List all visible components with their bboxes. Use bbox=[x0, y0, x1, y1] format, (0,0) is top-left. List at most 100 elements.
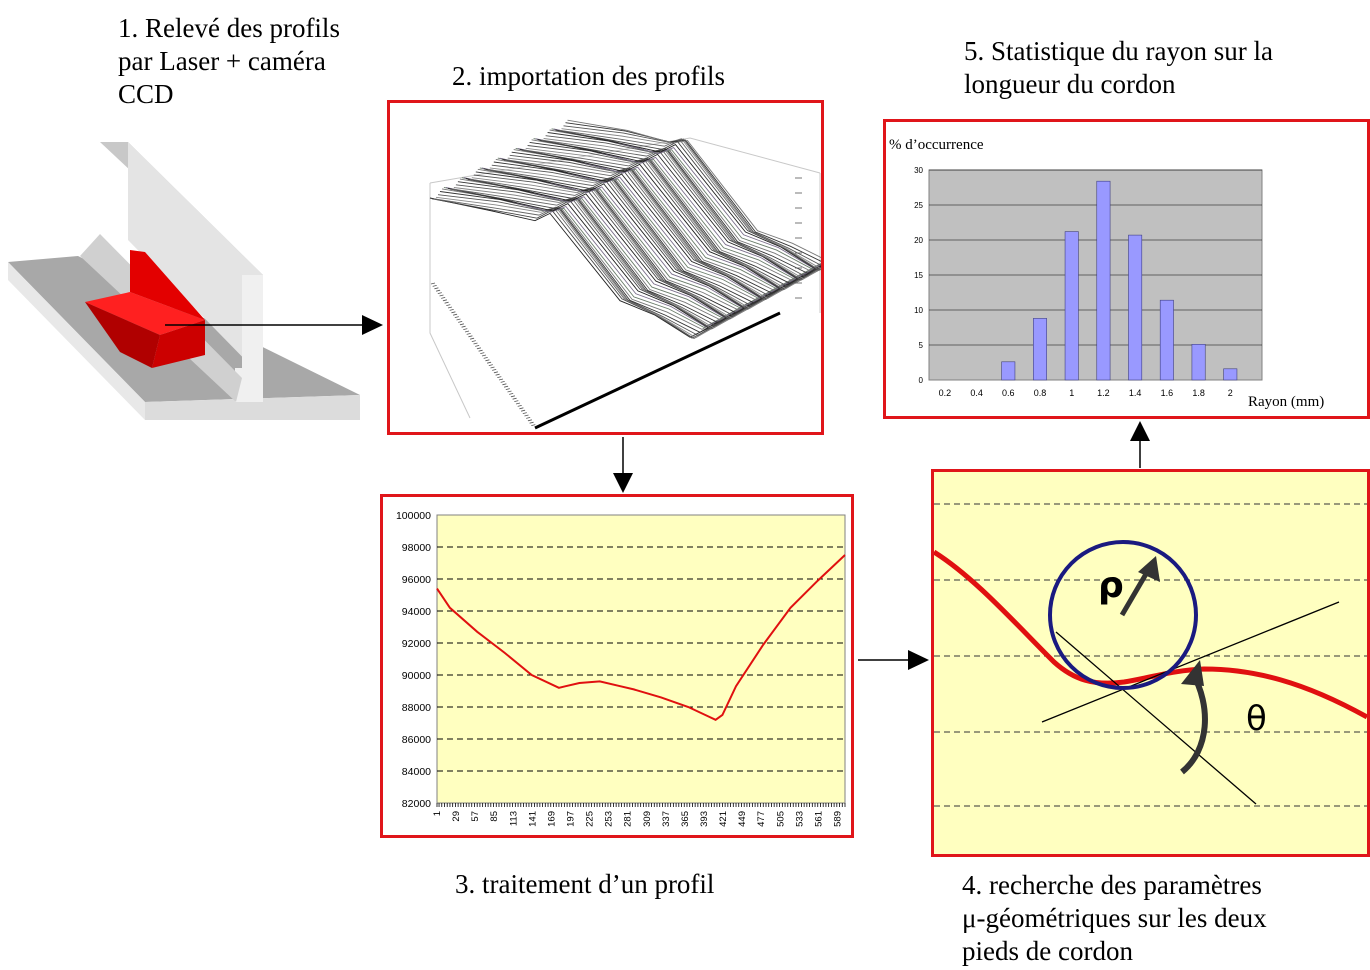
profile-trace bbox=[491, 164, 798, 307]
profile-trace bbox=[505, 159, 811, 301]
base-plate-side bbox=[8, 262, 145, 420]
profile-trace bbox=[475, 171, 782, 314]
profile-trace bbox=[543, 138, 849, 280]
profile-trace bbox=[539, 139, 845, 281]
profile-trace bbox=[443, 186, 750, 328]
histogram-bar bbox=[1159, 299, 1174, 381]
histogram-ylabel: % d’occurrence bbox=[889, 137, 984, 153]
floor-tick bbox=[522, 412, 527, 414]
floor-tick bbox=[481, 354, 487, 357]
histogram-x-tick-label: 0.2 bbox=[939, 388, 952, 398]
profile-trace bbox=[561, 128, 867, 270]
floor-tick bbox=[446, 304, 451, 306]
profile-trace bbox=[469, 178, 776, 320]
profile-trace bbox=[471, 177, 778, 319]
histogram-bar bbox=[1064, 231, 1079, 381]
arrow-head-step4 bbox=[908, 650, 929, 670]
profile-x-tick-label: 225 bbox=[585, 811, 596, 827]
profile-x-tick-label: 1 bbox=[432, 811, 443, 816]
histogram-bar bbox=[1191, 344, 1206, 381]
profile-trace bbox=[451, 188, 758, 330]
profile-x-tick-label: 57 bbox=[470, 811, 481, 822]
micro-geometry-panel: ρ θ bbox=[931, 469, 1370, 857]
profile-trace bbox=[547, 132, 853, 274]
floor-tick bbox=[519, 407, 524, 410]
profile-x-tick-label: 505 bbox=[775, 811, 786, 827]
profile-trace bbox=[529, 141, 835, 284]
histogram-x-tick-label: 0.6 bbox=[1002, 388, 1015, 398]
profile-y-tick-label: 92000 bbox=[402, 638, 431, 650]
floor-tick bbox=[480, 352, 485, 354]
profile-trace bbox=[523, 149, 829, 291]
floor-tick bbox=[451, 311, 456, 314]
theta-arrow-head bbox=[1181, 660, 1204, 686]
profile-x-tick-label: 337 bbox=[661, 811, 672, 827]
histogram-bars bbox=[1001, 180, 1238, 381]
profile-trace bbox=[509, 154, 815, 297]
histogram-x-tick-label: 1 bbox=[1069, 388, 1074, 398]
histogram-xlabel: Rayon (mm) bbox=[1248, 394, 1324, 410]
histogram-x-tick-label: 0.4 bbox=[970, 388, 983, 398]
floor-tick bbox=[531, 424, 536, 426]
profile-x-tick-label: 29 bbox=[451, 811, 462, 822]
floor-tick bbox=[478, 349, 483, 352]
floor-tick bbox=[449, 309, 454, 311]
floor-tick bbox=[454, 316, 459, 318]
floor-tick bbox=[442, 299, 447, 302]
profile-x-tick-label: 169 bbox=[546, 811, 557, 827]
floor-tick bbox=[441, 297, 446, 299]
floor-tick bbox=[444, 301, 449, 304]
profile-trace bbox=[431, 198, 738, 339]
profile-trace bbox=[479, 167, 786, 309]
floor-tick bbox=[495, 373, 500, 376]
profile-y-tick-label: 84000 bbox=[402, 766, 431, 778]
profile-trace bbox=[457, 181, 764, 324]
floor-tick bbox=[463, 328, 468, 330]
floor-tick bbox=[500, 381, 505, 383]
profiles-3d-panel bbox=[387, 100, 873, 435]
histogram-y-tick-label: 5 bbox=[919, 341, 924, 350]
side-ticks bbox=[795, 177, 802, 299]
floor-tick bbox=[504, 385, 509, 388]
histogram-y-tick-label: 25 bbox=[914, 201, 923, 210]
floor-tick bbox=[461, 325, 466, 328]
floor-tick bbox=[524, 414, 529, 417]
profile-trace bbox=[437, 194, 744, 336]
profile-trace bbox=[511, 151, 817, 294]
floor-tick bbox=[437, 292, 442, 294]
profile-trace bbox=[497, 157, 804, 299]
step1-caption: 1. Relevé des profils par Laser + caméra… bbox=[118, 13, 340, 109]
profile-y-tick-label: 86000 bbox=[402, 734, 431, 746]
profile-trace bbox=[485, 169, 792, 310]
profile-x-tick-label: 309 bbox=[642, 811, 653, 827]
step2-caption: 2. importation des profils bbox=[452, 61, 725, 91]
rho-arrow-shaft bbox=[1119, 572, 1149, 617]
floor-tick bbox=[507, 390, 512, 393]
histogram-x-tick-label: 1.4 bbox=[1129, 388, 1142, 398]
profile-x-tick-label: 253 bbox=[604, 811, 615, 827]
scanned-zone-front bbox=[85, 302, 160, 368]
floor-tick bbox=[466, 333, 471, 335]
rho-symbol: ρ bbox=[1098, 565, 1124, 606]
floor-tick bbox=[512, 397, 517, 400]
scanned-zone-edge bbox=[152, 320, 205, 368]
profile-trace bbox=[453, 187, 760, 329]
profile-x-tick-label: 533 bbox=[794, 811, 805, 827]
profile-y-tick-label: 100000 bbox=[396, 510, 431, 522]
profile-y-tick-label: 88000 bbox=[402, 702, 431, 714]
profiles-3d-plot bbox=[429, 119, 873, 430]
profile-x-tick-label: 281 bbox=[623, 811, 634, 827]
floor-tick bbox=[447, 306, 453, 309]
floor-tick bbox=[492, 369, 497, 371]
floor-tick bbox=[436, 289, 441, 292]
base-plate-front bbox=[145, 395, 360, 420]
histogram-bar bbox=[1033, 318, 1047, 381]
profile-surface bbox=[429, 119, 873, 340]
profile-y-tick-label: 94000 bbox=[402, 606, 431, 618]
profile-trace bbox=[525, 147, 831, 290]
vertical-wall-front bbox=[128, 142, 263, 378]
